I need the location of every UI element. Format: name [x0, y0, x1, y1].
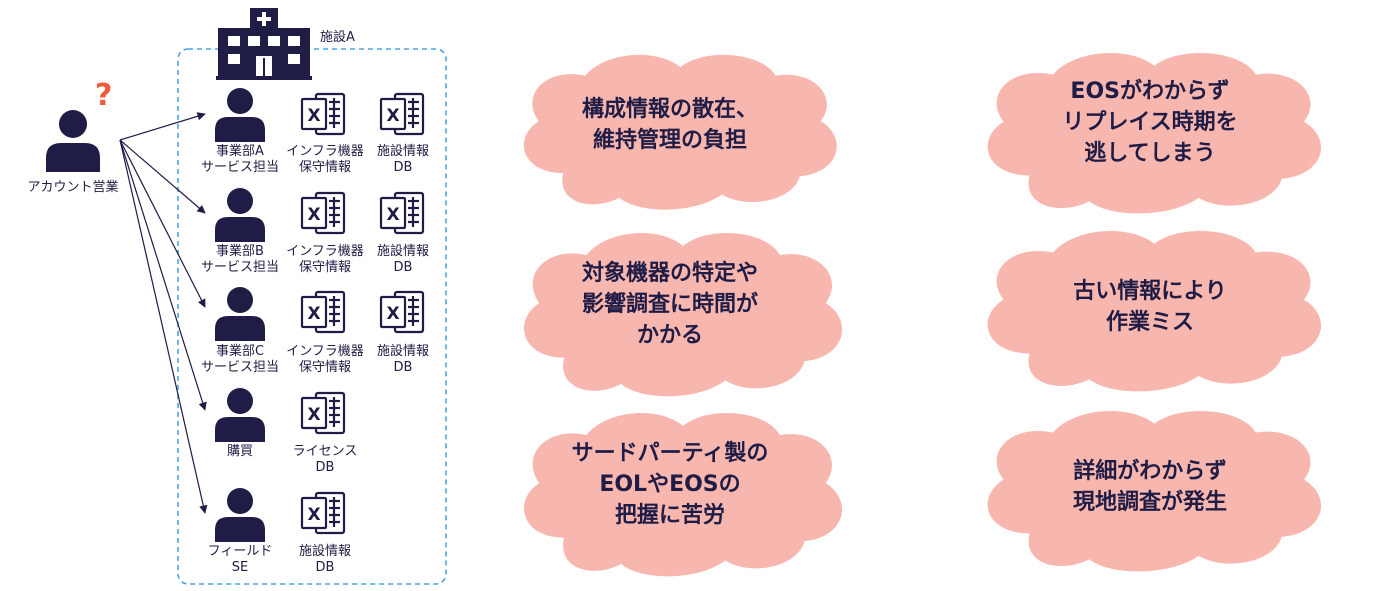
facility-label: 施設A	[320, 30, 355, 45]
file-label: インフラ機器保守情報	[286, 244, 364, 275]
file-label: インフラ機器保守情報	[286, 144, 364, 175]
cloud-text: 構成情報の散在、維持管理の負担	[581, 97, 758, 153]
account-sales-label: アカウント営業	[27, 180, 119, 195]
cloud-text: 対象機器の特定や影響調査に時間がかかる	[581, 261, 758, 348]
cloud-text: 詳細がわからず現地調査が発生	[1072, 459, 1227, 515]
building-icon	[216, 8, 312, 80]
person-icon	[215, 88, 265, 142]
cloud-text: 古い情報により作業ミス	[1073, 279, 1227, 335]
question-mark: ?	[95, 78, 113, 113]
cloud-text: EOSがわからずリプレイス時期を逃してしまう	[1062, 79, 1238, 166]
file-label: インフラ機器保守情報	[286, 344, 364, 375]
facility-border	[177, 48, 447, 585]
person-icon	[215, 188, 265, 242]
person-icon	[215, 388, 265, 442]
diagram-canvas: X	[46, 8, 447, 585]
person-icon	[215, 488, 265, 542]
role-label: 購買	[226, 444, 253, 459]
account-sales-person-icon	[46, 110, 100, 172]
arrows	[119, 112, 208, 514]
person-icon	[215, 287, 265, 341]
